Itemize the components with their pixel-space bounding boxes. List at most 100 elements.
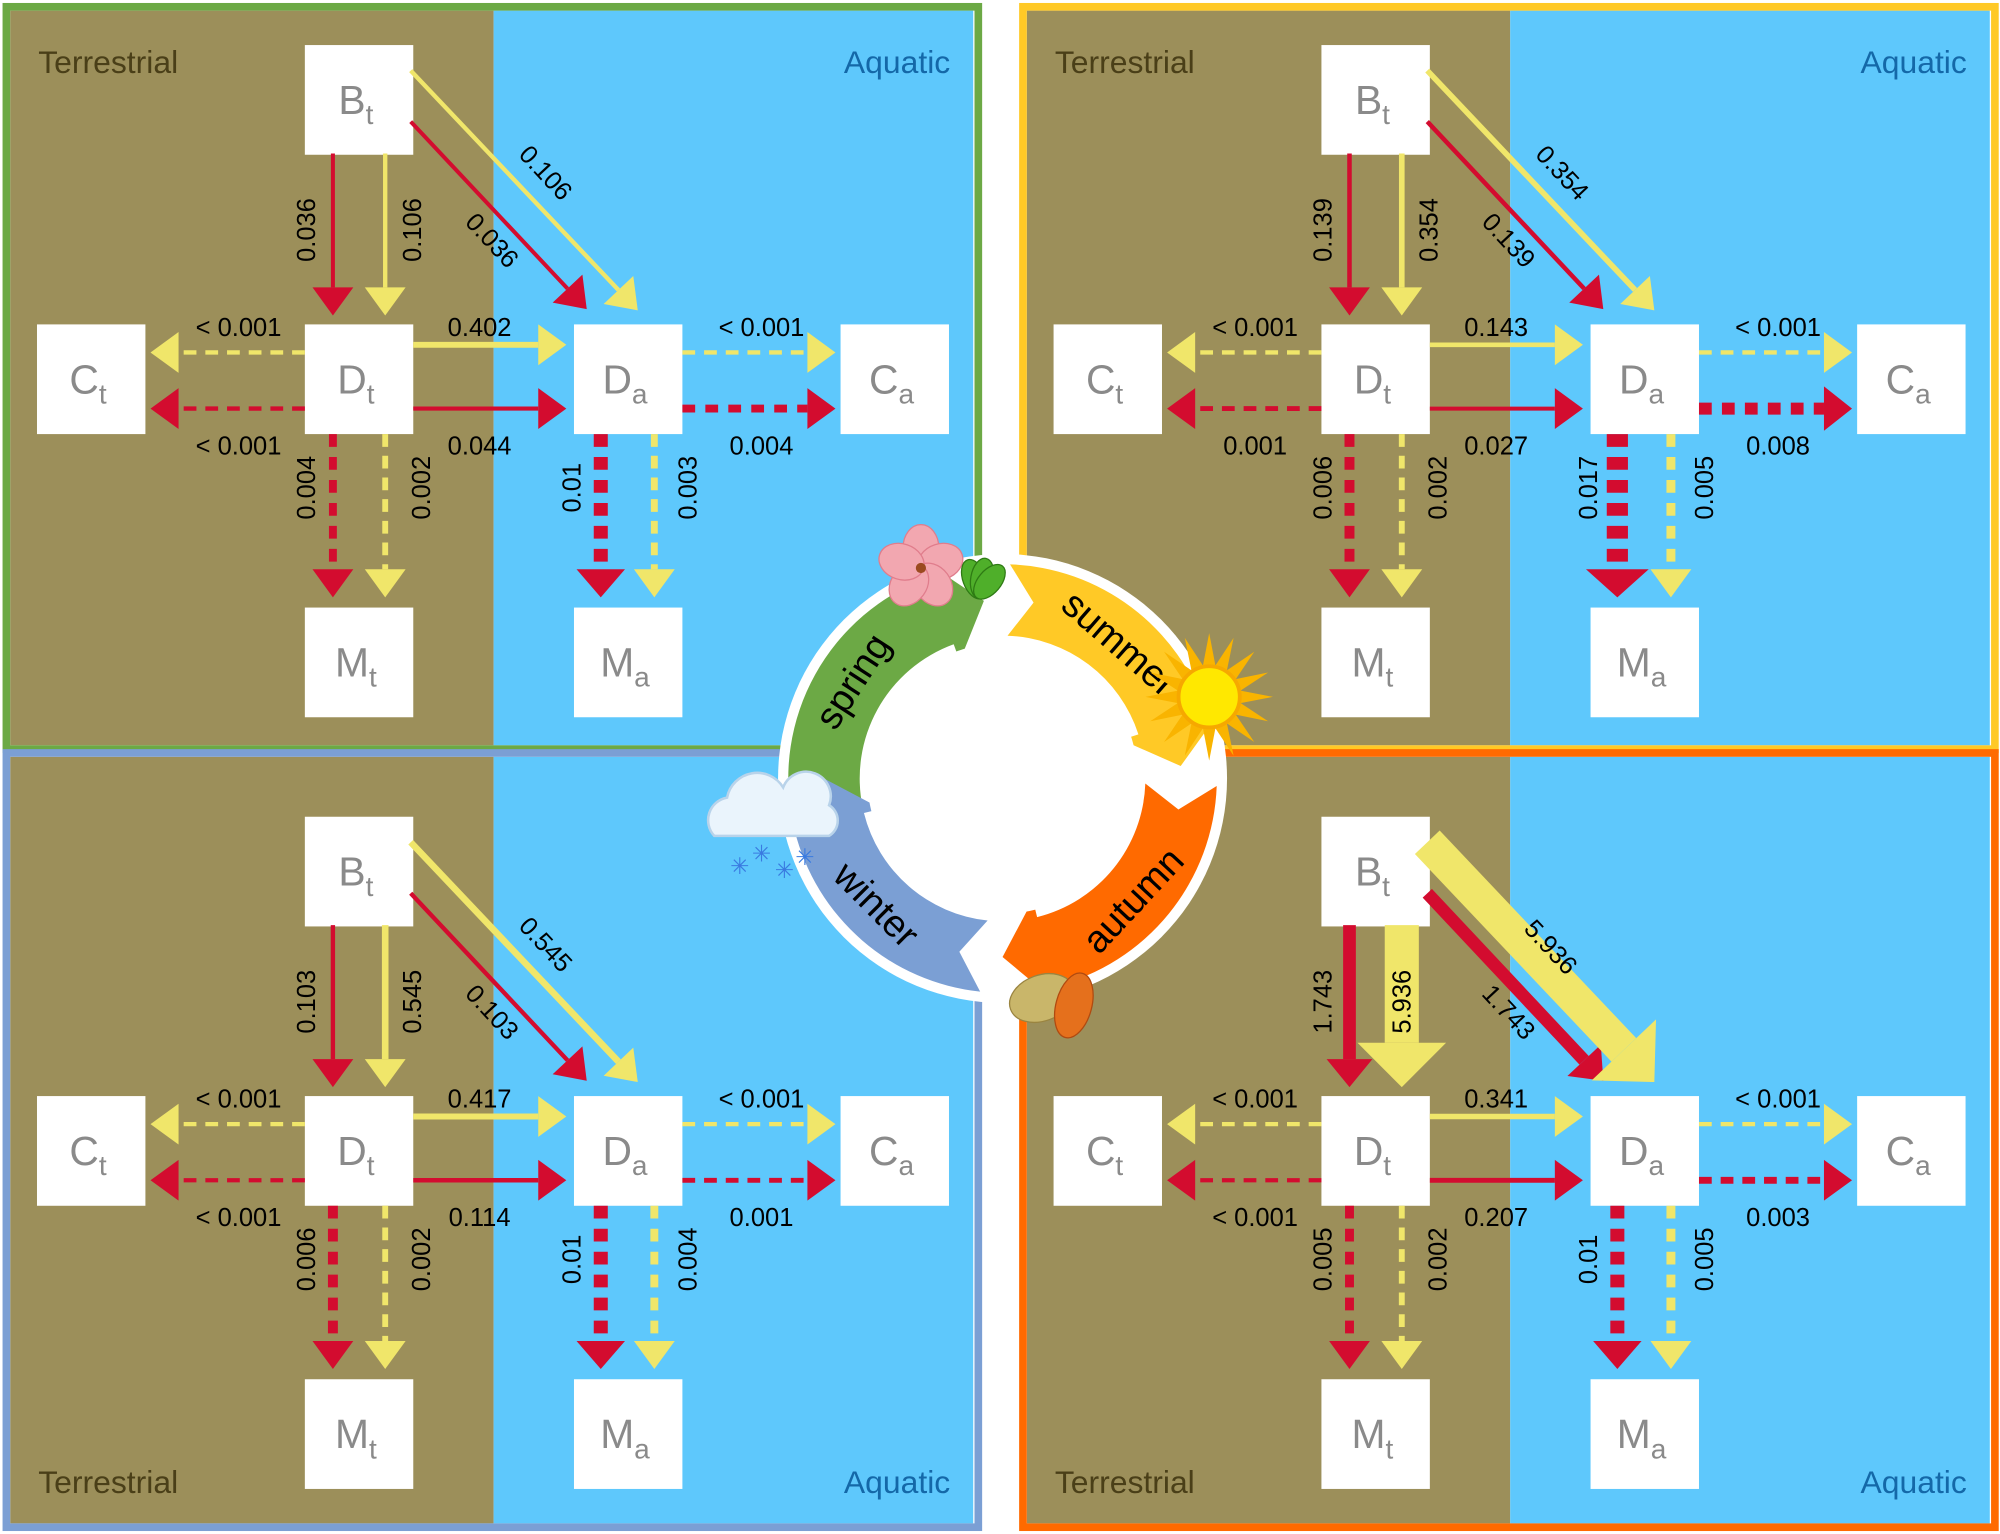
node-symbol: B (1355, 849, 1382, 895)
arrow-head (1554, 388, 1583, 429)
terrestrial-label: Terrestrial (38, 1464, 178, 1500)
node-box (1590, 607, 1699, 718)
arrow-head (552, 1046, 587, 1081)
node-symbol: C (869, 356, 898, 402)
arrow-da-ca-red (1698, 386, 1853, 431)
arrow-head (1569, 274, 1604, 310)
node-subscript: t (369, 662, 377, 693)
arrow-head (1823, 386, 1853, 431)
flux-value-label: < 0.001 (1735, 1086, 1821, 1114)
arrow-dt-ct-red (150, 388, 305, 429)
node-label: Ct (69, 356, 106, 409)
node-subscript: t (99, 1150, 107, 1181)
arrow-bt-dt-yellow (364, 153, 406, 316)
arrow-shaft (408, 839, 621, 1064)
node-symbol: B (338, 77, 365, 123)
node-label: Mt (1352, 1411, 1394, 1464)
arrow-dt-ct-red (1167, 388, 1322, 429)
flux-value-label: 0.044 (448, 432, 512, 460)
node-subscript: a (1651, 1433, 1667, 1464)
arrow-head (538, 324, 567, 366)
flux-value-label: 0.027 (1464, 432, 1528, 460)
node-label: Dt (337, 1128, 374, 1181)
panel-border (1019, 749, 1999, 1532)
flux-value-label: 0.004 (730, 432, 794, 460)
arrow-da-ma-yellow (1650, 434, 1692, 598)
arrow-head (576, 1340, 625, 1370)
arrow-head (1329, 1340, 1370, 1370)
node-symbol: C (1086, 1128, 1115, 1174)
arrow-da-ca-yellow (682, 332, 836, 373)
node-subscript: a (899, 378, 915, 409)
flux-value-label: 0.545 (399, 970, 427, 1034)
arrow-head (633, 569, 675, 598)
arrow-dt-da-yellow (413, 324, 567, 366)
flux-value-label: 0.036 (293, 198, 321, 262)
node-subscript: t (369, 1433, 377, 1464)
node-Ca: Ca (1857, 1096, 1966, 1206)
arrow-head (150, 332, 179, 373)
node-symbol: C (1886, 356, 1915, 402)
node-subscript: a (634, 1433, 650, 1464)
arrow-da-ca-yellow (682, 1103, 836, 1145)
flux-value-label: < 0.001 (196, 432, 282, 460)
arrow-da-ca-red (682, 388, 836, 429)
arrow-da-ma-red (1585, 434, 1649, 598)
arrow-head (538, 1159, 567, 1201)
arrow-shaft (409, 69, 621, 292)
node-box (304, 45, 414, 155)
node-Dt: Dt (304, 324, 414, 435)
arrow-head (1167, 332, 1196, 373)
node-symbol: M (600, 639, 634, 685)
node-Ma: Ma (1590, 607, 1699, 718)
node-label: Ma (1617, 639, 1667, 692)
node-symbol: M (335, 639, 369, 685)
node-box (573, 324, 683, 435)
flux-value-label: 0.143 (1464, 314, 1528, 342)
arrow-bt-da-yellow (1414, 830, 1657, 1083)
node-label: Ma (600, 639, 650, 692)
arrow-bt-da-red (1425, 120, 1604, 310)
node-box (573, 607, 683, 718)
node-symbol: D (602, 1128, 631, 1174)
aquatic-label: Aquatic (1861, 44, 1967, 80)
flux-value-label: < 0.001 (196, 1086, 282, 1114)
arrow-head (1650, 569, 1692, 598)
arrow-da-ca-yellow (1698, 332, 1853, 373)
node-symbol: D (602, 356, 631, 402)
node-label: Ma (600, 1411, 650, 1464)
flux-value-label: 0.002 (1424, 1227, 1452, 1291)
flux-value-label: < 0.001 (1212, 1204, 1298, 1232)
node-box (573, 1379, 683, 1489)
node-Ca: Ca (840, 1096, 949, 1206)
node-box (1321, 816, 1430, 927)
node-box (304, 607, 414, 718)
node-symbol: C (1086, 356, 1115, 402)
arrow-shaft (1414, 830, 1637, 1062)
flux-value-label: < 0.001 (196, 1204, 282, 1232)
arrow-head (1823, 1159, 1853, 1201)
node-Da: Da (1590, 324, 1699, 435)
arrow-head (312, 287, 354, 316)
sun-icon (1145, 633, 1273, 761)
node-label: Da (602, 356, 647, 409)
flux-value-label: 0.207 (1464, 1204, 1528, 1232)
arrow-head (364, 569, 406, 598)
node-subscript: t (367, 378, 375, 409)
arrow-dt-mt-red (312, 1205, 354, 1370)
flux-value-label: 1.743 (1310, 970, 1338, 1034)
flux-value-label: 0.002 (408, 456, 436, 520)
node-Bt: Bt (1321, 816, 1430, 927)
node-box (304, 1096, 414, 1206)
arrow-bt-dt-red (312, 153, 354, 316)
flux-value-label: 0.002 (408, 1227, 436, 1291)
node-Mt: Mt (304, 1379, 414, 1489)
arrow-da-ma-red (1593, 1205, 1642, 1370)
arrow-dt-da-red (1429, 1159, 1583, 1201)
node-label: Da (602, 1128, 647, 1181)
node-label: Ma (1617, 1411, 1667, 1464)
arrow-head (1567, 1044, 1604, 1081)
node-label: Ct (69, 1128, 106, 1181)
